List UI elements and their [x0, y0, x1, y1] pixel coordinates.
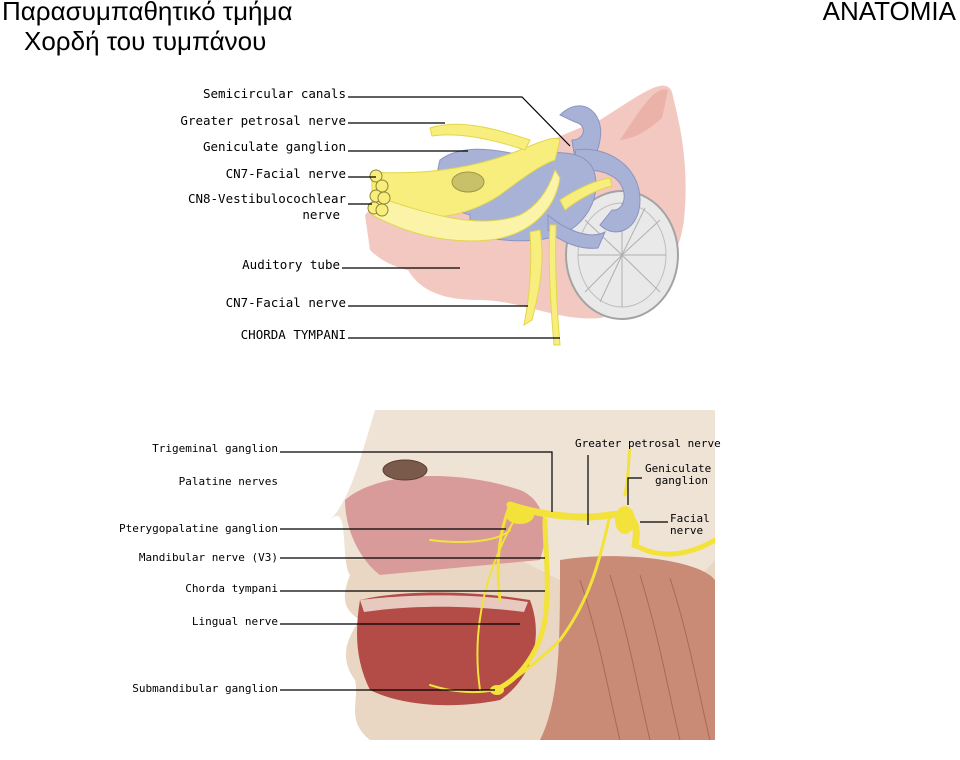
title-line-1: Παρασυμπαθητικό τμήμα	[2, 0, 293, 26]
ear-leader-lines	[342, 96, 571, 339]
label-chorda-tympani: CHORDA TYMPANI	[241, 327, 346, 342]
label-semicircular-canals: Semicircular canals	[203, 86, 346, 101]
label-cn7-facial-nerve: CN7-Facial nerve	[226, 166, 346, 181]
label-submandibular-ganglion: Submandibular ganglion	[132, 682, 278, 695]
label-greater-petrosal-nerve: Greater petrosal nerve	[180, 113, 346, 128]
nerve-stumps	[367, 169, 391, 217]
corner-label: ΑΝΑΤΟΜΙΑ	[822, 0, 956, 26]
ear-illustration: Semicircular canals Greater petrosal ner…	[180, 85, 686, 346]
label-lingual-nerve: Lingual nerve	[192, 615, 278, 628]
label-mandibular-nerve: Mandibular nerve (V3)	[139, 551, 278, 564]
label-palatine-nerves: Palatine nerves	[179, 475, 278, 488]
label-geniculate-head-line1: Geniculate	[645, 462, 711, 475]
head-illustration: Trigeminal ganglion Palatine nerves Pter…	[119, 410, 721, 740]
label-cn8-line1: CN8-Vestibulocochlear	[188, 191, 347, 206]
label-pterygopalatine-ganglion: Pterygopalatine ganglion	[119, 522, 278, 535]
head-leader-lines	[280, 451, 668, 691]
title-line-2: Χορδή του τυμπάνου	[24, 26, 267, 56]
label-facial-nerve-line1: Facial	[670, 512, 710, 525]
label-cn8-line2: nerve	[302, 207, 340, 222]
page-title: Παρασυμπαθητικό τμήμα Χορδή του τυμπάνου	[2, 0, 293, 56]
label-auditory-tube: Auditory tube	[242, 257, 340, 272]
label-trigeminal-ganglion: Trigeminal ganglion	[152, 442, 278, 455]
label-chorda-tympani-head: Chorda tympani	[185, 582, 278, 595]
label-facial-nerve-line2: nerve	[670, 524, 703, 537]
label-greater-petrosal-head: Greater petrosal nerve	[575, 437, 721, 450]
label-geniculate-ganglion: Geniculate ganglion	[203, 139, 346, 154]
label-geniculate-head-line2: ganglion	[655, 474, 708, 487]
label-cn7-facial-nerve-lower: CN7-Facial nerve	[226, 295, 346, 310]
